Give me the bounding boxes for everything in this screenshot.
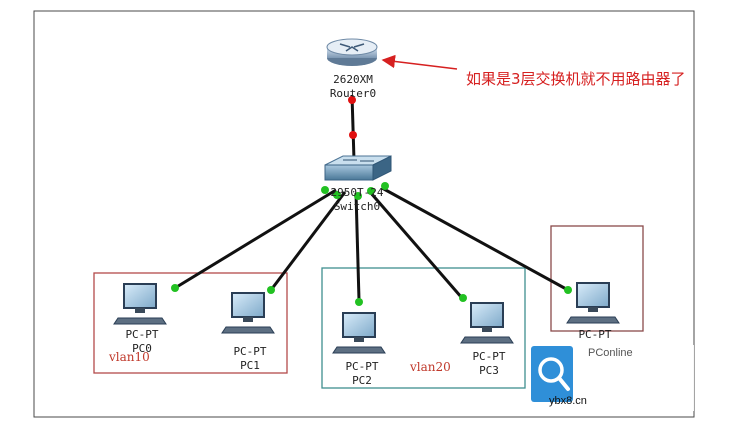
port-light-router-switch	[349, 131, 357, 139]
vlan20-label: vlan20	[410, 360, 451, 374]
router-model-label: 2620XM	[333, 73, 373, 86]
pc0-name-label: PC0	[132, 342, 152, 355]
port-light-router-down	[348, 96, 356, 104]
link-router-switch	[350, 94, 356, 161]
switch-name-label: Switch0	[333, 200, 381, 213]
pc3-type-label: PC-PT	[472, 350, 506, 363]
link-switch-pc0	[174, 188, 337, 290]
port-light-switch-5	[381, 182, 389, 190]
vlan20-box	[321, 267, 526, 389]
magnifier-icon	[531, 346, 573, 402]
link-switch-pc2	[354, 192, 361, 301]
port-light-switch-4	[367, 187, 375, 195]
link-switch-pc3	[368, 191, 464, 299]
pc4-type-label: PC-PT	[578, 328, 612, 341]
port-light-switch-2	[333, 191, 341, 199]
pc0-type-label: PC-PT	[125, 328, 159, 341]
port-light-pc2	[355, 298, 363, 306]
pc3-icon[interactable]	[460, 302, 514, 344]
switch-model-label: 2950T-24	[330, 186, 384, 199]
canvas-frame	[33, 10, 695, 418]
port-light-pc0	[171, 284, 179, 292]
vlan10-label: vlan10	[109, 350, 150, 364]
watermark-site: ybx8.cn	[549, 395, 587, 407]
port-light-pc1	[267, 286, 275, 294]
switch-icon[interactable]	[324, 155, 392, 181]
port-light-pc4	[564, 286, 572, 294]
vlan10-box	[93, 272, 288, 374]
annotation-arrow	[381, 54, 458, 70]
annotation-note: 如果是3层交换机就不用路由器了	[466, 70, 686, 88]
router-icon[interactable]	[326, 38, 378, 66]
link-switch-pc4	[381, 186, 569, 292]
pc2-icon[interactable]	[332, 312, 386, 354]
port-light-pc3	[459, 294, 467, 302]
port-light-switch-1	[321, 186, 329, 194]
pc0-icon[interactable]	[113, 283, 167, 325]
port-light-switch-3	[354, 192, 362, 200]
pc2-type-label: PC-PT	[345, 360, 379, 373]
router-name-label: Router0	[329, 87, 377, 100]
pc1-name-label: PC1	[240, 359, 260, 372]
watermark-brand: PConline	[588, 347, 633, 359]
pc1-icon[interactable]	[221, 292, 275, 334]
pc1-type-label: PC-PT	[233, 345, 267, 358]
vlan-third-box	[550, 225, 644, 332]
pc2-name-label: PC2	[352, 374, 372, 387]
pc4-icon[interactable]	[566, 282, 620, 324]
pc3-name-label: PC3	[479, 364, 499, 377]
link-switch-pc1	[269, 191, 347, 291]
